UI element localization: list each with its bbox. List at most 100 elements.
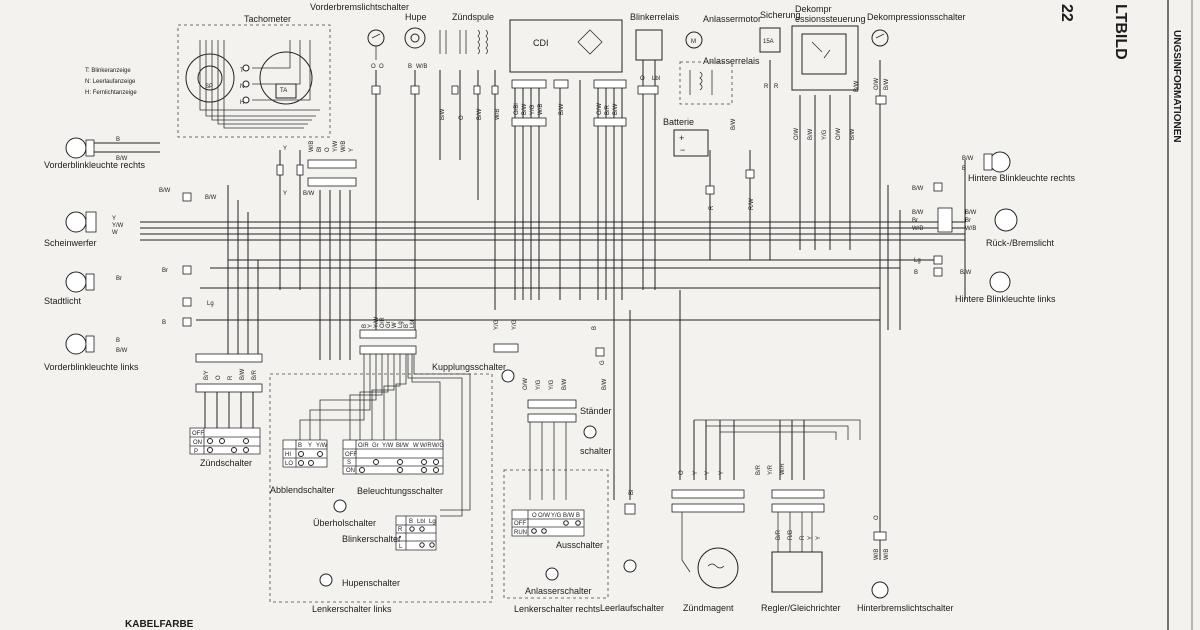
turn-signal-relay: Blinkerrelais O Lbl	[630, 12, 680, 95]
tacho-connector	[307, 159, 357, 169]
svg-text:Y: Y	[808, 536, 814, 540]
svg-text:Lg: Lg	[207, 301, 214, 307]
front-turn-signal-right: B B/W Vorderblinkleuchte rechts B/W B/W	[44, 137, 217, 202]
svg-text:W: W	[392, 322, 398, 328]
svg-text:Anlassermotor: Anlassermotor	[703, 14, 761, 24]
ignition-switch: B/Y O R B/W B/R OFF ON P Zündschalter	[189, 353, 263, 468]
svg-text:B: B	[409, 519, 413, 525]
svg-text:Br: Br	[162, 268, 168, 274]
svg-text:B/W: B/W	[159, 188, 171, 194]
svg-text:Y: Y	[308, 443, 312, 449]
svg-text:Ausschalter: Ausschalter	[556, 540, 603, 550]
svg-text:Vorderblinkleuchte links: Vorderblinkleuchte links	[44, 362, 139, 372]
right-handlebar-switch: O/W Y/G Y/G B/W O O/W Y/G B/W B OFF RUN …	[503, 378, 609, 614]
svg-text:B: B	[116, 137, 120, 143]
svg-text:R: R	[764, 84, 769, 90]
rear-turn-signal-left: Lg B B/W Hintere Blinkleuchte links	[914, 255, 1056, 304]
svg-text:Anlasserschalter: Anlasserschalter	[525, 586, 592, 596]
side-header: UNGSINFORMATIONEN	[1171, 30, 1182, 143]
svg-text:B/W: B/W	[731, 118, 737, 130]
svg-text:Y/W: Y/W	[112, 223, 124, 229]
neutral-switch: Bl Leerlaufschalter	[600, 300, 664, 613]
svg-text:Stadtlicht: Stadtlicht	[44, 296, 82, 306]
svg-text:Hupe: Hupe	[405, 12, 427, 22]
connector	[276, 164, 284, 176]
svg-text:B/W: B/W	[912, 186, 924, 192]
gauge-legend: T: Blinkeranzeige N: Leerlaufanzeige H: …	[85, 68, 137, 96]
svg-text:schalter: schalter	[580, 446, 612, 456]
tacho-connector	[307, 177, 357, 187]
svg-text:R: R	[800, 535, 806, 540]
svg-text:W: W	[112, 230, 118, 236]
svg-text:Hintere Blinkleuchte rechts: Hintere Blinkleuchte rechts	[968, 173, 1076, 183]
svg-text:Y: Y	[719, 471, 725, 475]
svg-text:B/W: B/W	[240, 368, 246, 380]
svg-text:Zündspule: Zündspule	[452, 12, 494, 22]
svg-text:Beleuchtungsschalter: Beleuchtungsschalter	[357, 486, 443, 496]
svg-text:W/R: W/R	[780, 463, 786, 475]
cdi-pin-labels: O/Bl B/W Y/G W/B B/W O/W B/R B/W	[514, 103, 619, 115]
front-turn-signal-left: B B/W B Vorderblinkleuchte links	[44, 317, 192, 372]
svg-text:W/B: W/B	[884, 549, 890, 560]
page-title-fragment: LTBILD	[1112, 4, 1129, 60]
svg-text:W/B: W/B	[538, 104, 544, 115]
svg-text:Y/G: Y/G	[822, 129, 828, 140]
svg-text:B/R: B/R	[605, 104, 611, 115]
svg-text:B: B	[404, 324, 410, 328]
svg-text:B/W: B/W	[854, 80, 860, 92]
svg-text:Blinkerschalter: Blinkerschalter	[342, 534, 401, 544]
svg-text:O/W: O/W	[538, 513, 550, 519]
svg-text:O/W: O/W	[836, 128, 842, 140]
svg-text:Y: Y	[693, 471, 699, 475]
regulator-wire-labels: B/R R/B R Y Y	[776, 529, 822, 540]
svg-text:Y/W: Y/W	[382, 443, 394, 449]
lenker-left-wire-labels: B Y Y/W O/R Gr W Lg B Lbl	[362, 316, 416, 328]
svg-text:B/W: B/W	[912, 210, 924, 216]
svg-text:B/W: B/W	[559, 103, 565, 115]
svg-text:B/W: B/W	[205, 195, 217, 201]
svg-text:Br: Br	[965, 218, 971, 224]
ignition-coil: Zündspule B/W O B/W W/B	[439, 12, 501, 120]
footer-heading: KABELFARBE	[125, 619, 194, 630]
svg-text:B/W: B/W	[962, 156, 974, 162]
svg-text:R/B: R/B	[788, 530, 794, 540]
svg-text:Überholschalter: Überholschalter	[313, 518, 376, 528]
svg-text:Lbl: Lbl	[652, 76, 660, 82]
tachometer: Tachometer SP TA T N H	[177, 14, 331, 138]
svg-text:O: O	[371, 64, 376, 70]
headlight: Y Y/W W Scheinwerfer	[44, 211, 124, 248]
svg-text:O/W: O/W	[597, 103, 603, 115]
speedo-mark: SP	[205, 84, 213, 90]
svg-text:HI: HI	[285, 452, 291, 458]
svg-text:O: O	[532, 513, 537, 519]
clutch-switch: Y/G Y/G Kupplungsschalter	[432, 319, 519, 383]
svg-text:W/B: W/B	[965, 226, 976, 232]
parking-light: Br Br Stadtlicht Lg	[44, 265, 214, 307]
svg-text:LO: LO	[285, 461, 293, 467]
svg-text:Hupenschalter: Hupenschalter	[342, 578, 400, 588]
svg-text:Regler/Gleichrichter: Regler/Gleichrichter	[761, 603, 841, 613]
svg-text:L: L	[399, 544, 403, 550]
svg-text:Blinkerrelais: Blinkerrelais	[630, 12, 680, 22]
svg-text:W/B: W/B	[416, 64, 427, 70]
svg-text:O: O	[459, 115, 465, 120]
svg-text:Batterie: Batterie	[663, 117, 694, 127]
svg-text:R: R	[709, 205, 715, 210]
svg-text:O: O	[874, 515, 880, 520]
svg-text:B/W: B/W	[562, 378, 568, 390]
svg-text:Zündschalter: Zündschalter	[200, 458, 252, 468]
svg-text:Bl/W: Bl/W	[396, 443, 409, 449]
svg-text:essionssteuerung: essionssteuerung	[795, 14, 866, 24]
svg-text:Y/G: Y/G	[494, 319, 500, 330]
svg-text:B/Y: B/Y	[204, 370, 210, 380]
svg-text:W/B: W/B	[874, 549, 880, 560]
svg-text:W/B: W/B	[341, 141, 347, 152]
svg-text:Sicherung: Sicherung	[760, 10, 801, 20]
svg-text:R: R	[398, 527, 403, 533]
regulator-rectifier: B/R R/B R Y Y Regler/Gleichrichter	[761, 489, 841, 613]
svg-text:S: S	[347, 460, 351, 466]
svg-text:Hintere Blinkleuchte links: Hintere Blinkleuchte links	[955, 294, 1056, 304]
svg-text:B: B	[962, 166, 966, 172]
svg-text:Y/G: Y/G	[536, 379, 542, 390]
svg-text:B: B	[362, 324, 368, 328]
